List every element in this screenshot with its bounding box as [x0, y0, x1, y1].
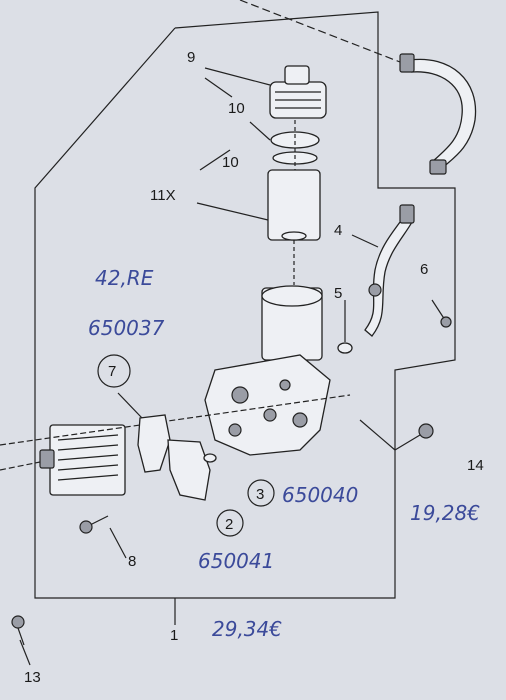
reference-line-top [239, 0, 401, 63]
part-number-6: 6 [420, 261, 428, 278]
part-number-13: 13 [24, 669, 41, 686]
bolt-part [394, 423, 434, 451]
handwritten-part-code: 650041 [198, 549, 274, 573]
part-number-8: 8 [128, 553, 136, 570]
reference-line-left [0, 394, 351, 446]
breather-hose-part [399, 53, 477, 175]
gasket-part [137, 414, 171, 473]
part-number-5: 5 [334, 285, 342, 302]
bolt-part [431, 299, 452, 328]
seal-ring-part [337, 342, 353, 354]
callout-circle [247, 479, 275, 507]
oil-module-body [204, 354, 331, 456]
part-number-14: 14 [467, 457, 484, 474]
part-number-4: 4 [334, 222, 342, 239]
handwritten-price: 19,28€ [410, 501, 480, 525]
handwritten-part-code: 650037 [88, 316, 165, 340]
handwritten-price: 29,34€ [212, 617, 282, 641]
part-number-9: 9 [187, 49, 195, 66]
assembly-boundary [34, 11, 456, 599]
gasket-part [167, 439, 211, 501]
handwritten-part-code: 650040 [282, 483, 358, 507]
filter-element-part [267, 169, 321, 241]
part-number-1: 1 [170, 627, 178, 644]
part-number-2: 2 [225, 516, 233, 533]
part-number-10: 10 [228, 100, 245, 117]
callout-circle [97, 354, 131, 388]
part-number-10: 10 [222, 154, 239, 171]
part-number-7: 7 [108, 363, 116, 380]
filter-housing-part [261, 285, 323, 361]
filter-cap-part [269, 65, 327, 119]
oil-cooler-part [39, 424, 126, 496]
bolt-part [79, 515, 109, 534]
callout-circle [216, 509, 244, 537]
part-number-11x: 11X [150, 187, 176, 204]
fastener-part [11, 615, 25, 646]
oil-pipe-part [364, 204, 415, 337]
part-number-3: 3 [256, 486, 264, 503]
handwritten-price: 42,RE [95, 266, 154, 290]
